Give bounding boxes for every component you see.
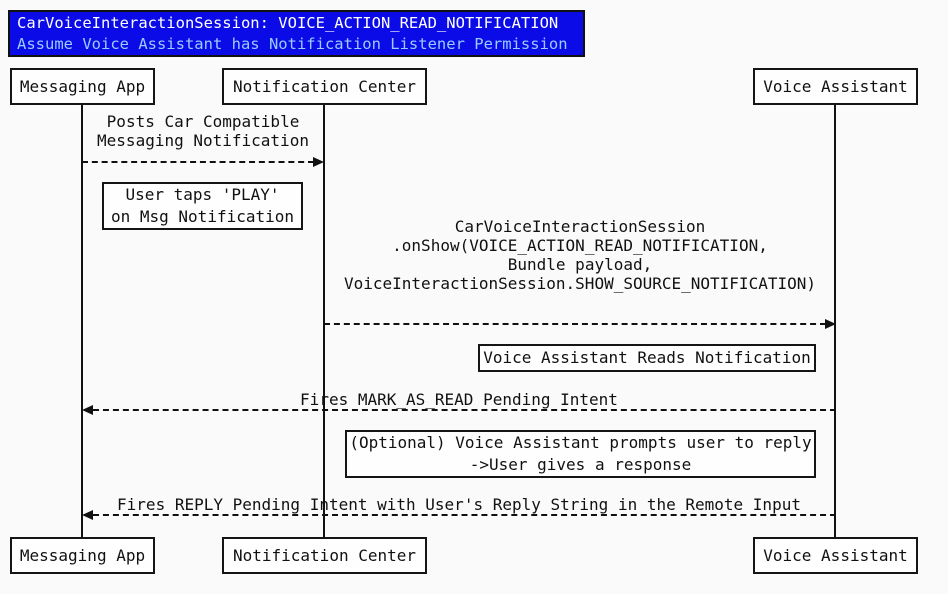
message-1-label: Posts Car Compatible Messaging Notificat… bbox=[97, 112, 309, 150]
arrowhead-right-icon bbox=[313, 157, 324, 167]
diagram-title-box: CarVoiceInteractionSession: VOICE_ACTION… bbox=[8, 10, 585, 57]
participant-notification-center-top: Notification Center bbox=[222, 68, 427, 105]
message-2-arrow bbox=[324, 323, 826, 325]
participant-messaging-app-top: Messaging App bbox=[10, 68, 155, 105]
note-optional-reply-prompt: (Optional) Voice Assistant prompts user … bbox=[345, 430, 816, 478]
participant-label: Messaging App bbox=[19, 546, 146, 565]
lifeline-messaging-app bbox=[81, 105, 83, 537]
message-1-arrow bbox=[82, 161, 314, 163]
message-3-label: Fires MARK_AS_READ Pending Intent bbox=[300, 390, 618, 409]
message-4-arrow bbox=[93, 514, 836, 516]
participant-label: Messaging App bbox=[19, 77, 146, 96]
message-4-label: Fires REPLY Pending Intent with User's R… bbox=[117, 495, 801, 514]
message-3-arrow bbox=[93, 409, 836, 411]
note-user-taps-play: User taps 'PLAY' on Msg Notification bbox=[102, 182, 303, 230]
participant-label: Voice Assistant bbox=[763, 546, 908, 565]
participant-voice-assistant-bottom: Voice Assistant bbox=[753, 537, 918, 574]
diagram-subtitle: Assume Voice Assistant has Notification … bbox=[17, 34, 568, 53]
lifeline-notification-center bbox=[323, 105, 325, 537]
participant-messaging-app-bottom: Messaging App bbox=[10, 537, 155, 574]
diagram-title: CarVoiceInteractionSession: VOICE_ACTION… bbox=[17, 14, 559, 32]
arrowhead-right-icon bbox=[825, 319, 836, 329]
participant-notification-center-bottom: Notification Center bbox=[222, 537, 427, 574]
arrowhead-left-icon bbox=[82, 405, 93, 415]
participant-label: Notification Center bbox=[232, 77, 417, 96]
participant-label: Voice Assistant bbox=[763, 77, 908, 96]
arrowhead-left-icon bbox=[82, 510, 93, 520]
participant-voice-assistant-top: Voice Assistant bbox=[753, 68, 918, 105]
participant-label: Notification Center bbox=[232, 546, 417, 565]
note-va-reads-notification: Voice Assistant Reads Notification bbox=[478, 344, 816, 372]
message-2-label: CarVoiceInteractionSession .onShow(VOICE… bbox=[343, 217, 816, 293]
